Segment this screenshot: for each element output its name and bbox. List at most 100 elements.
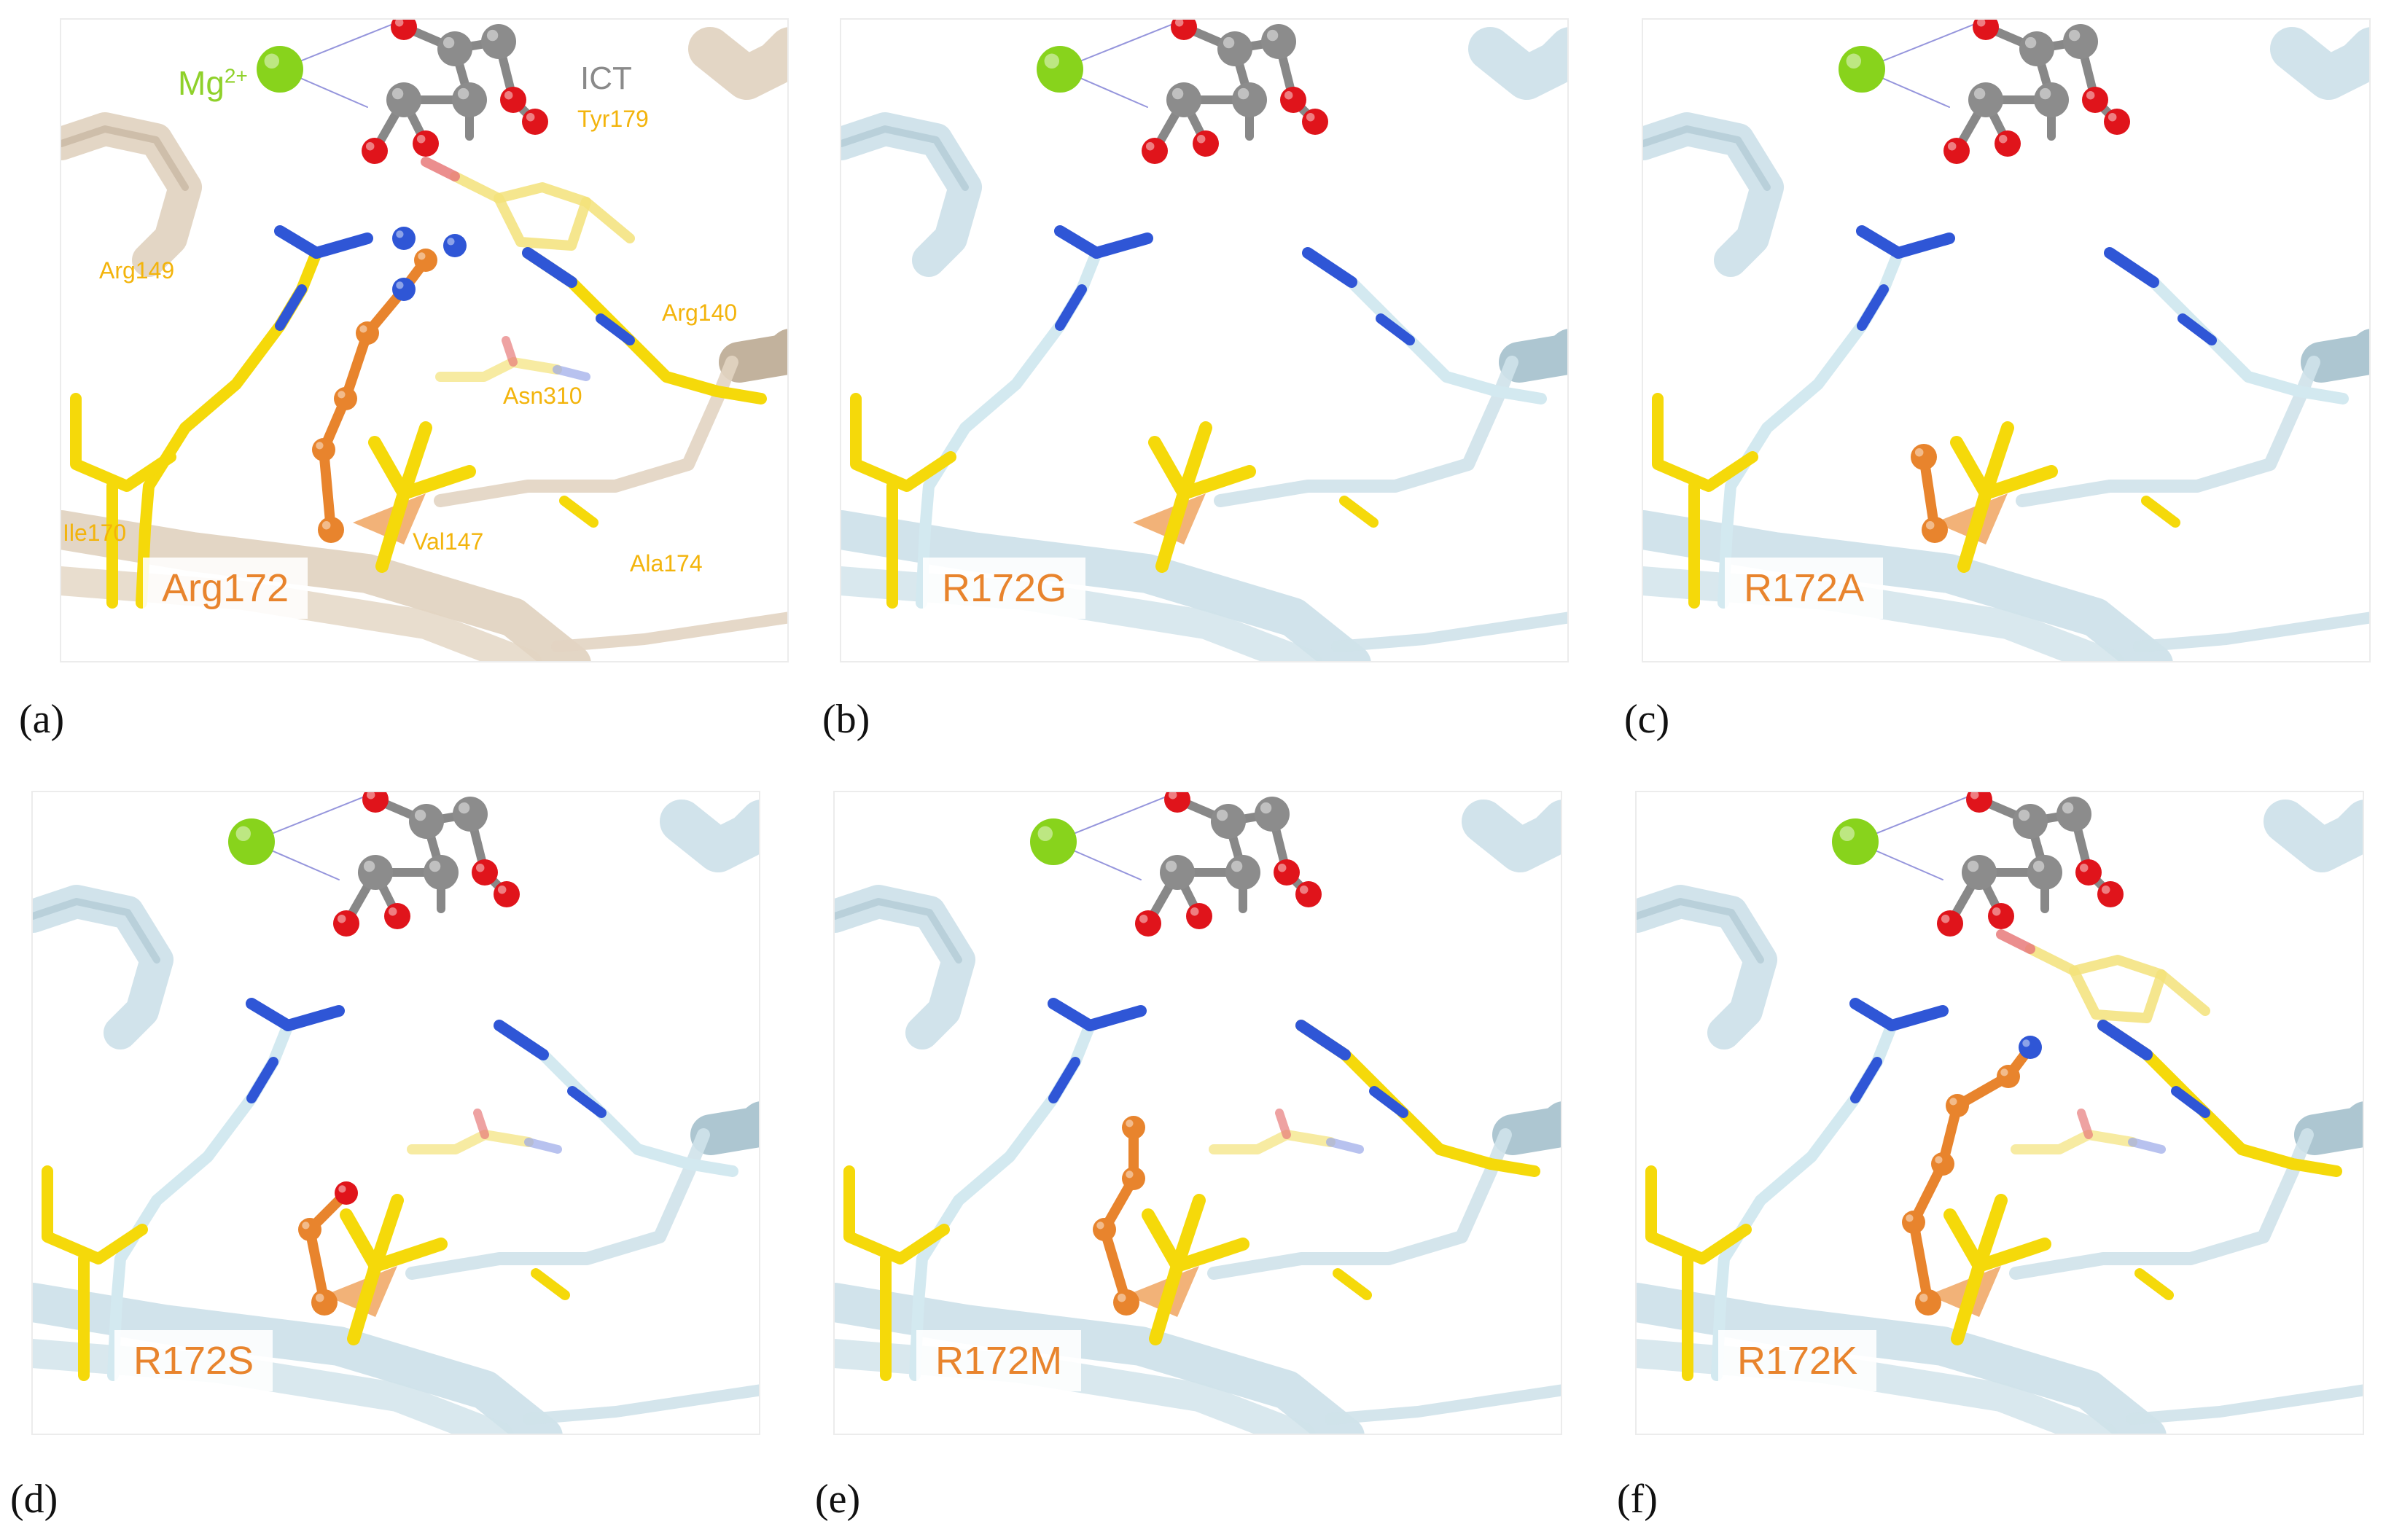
ala174-stick	[559, 496, 598, 528]
ser172-ca	[311, 1289, 338, 1316]
ict-carbon-1-highlight	[414, 809, 426, 821]
ict-carbon-4	[1962, 855, 1997, 890]
arg172-cz	[414, 249, 437, 272]
val147-branch-2	[1943, 1208, 1986, 1273]
ict-oxygen-5-highlight	[1145, 141, 1155, 151]
asn310-nitrogen	[1326, 1138, 1364, 1154]
caption-a: (a)	[19, 697, 65, 742]
helix-ribbon-left	[61, 112, 202, 277]
helix-ribbon-left	[33, 885, 173, 1050]
ict-carbon-2-highlight	[486, 29, 499, 42]
helix-ribbon-left-edge	[835, 898, 962, 964]
ict-carbon-3-highlight	[2039, 87, 2051, 100]
ict-oxygen-3	[522, 109, 548, 135]
ala174-stick	[2141, 496, 2180, 528]
ict-oxygen-5	[1937, 910, 1963, 937]
asn310-oxygen	[2077, 1109, 2093, 1139]
ict-oxygen-3	[1302, 109, 1328, 135]
ict-carbon-4-highlight	[363, 860, 375, 872]
helix-ribbon-left	[1643, 112, 1784, 277]
val147-branch-2	[1142, 1208, 1184, 1273]
ict-oxygen-5-highlight	[1941, 914, 1950, 923]
ile170-stick	[42, 1165, 148, 1265]
ict-oxygen-3	[2097, 881, 2124, 907]
arg172-cz-highlight	[418, 252, 426, 260]
arg149-n1	[1849, 998, 1898, 1031]
ala172-cb	[1911, 444, 1937, 470]
arg140-ne	[1376, 313, 1415, 345]
helix-ribbon-top-right	[1468, 27, 1567, 100]
tyr179-label: Tyr179	[577, 106, 649, 132]
arg149-n2	[1886, 1005, 1949, 1031]
ict-carbon-1-highlight	[2024, 36, 2037, 49]
arg140-n-tip	[1302, 247, 1357, 288]
panel-d-structure	[33, 792, 759, 1434]
ict-oxygen-1	[1164, 792, 1190, 813]
ict-oxygen-2-highlight	[475, 863, 485, 872]
arg149-n1	[1054, 225, 1102, 259]
helix-ribbon-top-right	[2270, 27, 2369, 100]
ict-carbon-1-highlight	[1216, 809, 1228, 821]
met172-ca	[1113, 1289, 1139, 1316]
ict-oxygen-3	[1295, 881, 1322, 907]
ict-carbon-2-highlight	[1266, 29, 1279, 42]
ict-oxygen-3-highlight	[526, 112, 535, 122]
ict-carbon-4	[1968, 82, 2003, 117]
helix-ribbon-top-right	[660, 800, 759, 872]
arg149-label: Arg149	[99, 257, 175, 284]
ict-oxygen-4-highlight	[388, 907, 397, 916]
ict-carbon-3-highlight	[429, 860, 441, 872]
ict-carbon-3	[1225, 855, 1260, 890]
ict-carbon-4-highlight	[1171, 87, 1184, 100]
met172-ce	[1122, 1116, 1145, 1139]
ict-carbon-4-highlight	[1967, 860, 1979, 872]
ict-oxygen-2	[500, 87, 526, 113]
beta-arrow-head	[1935, 493, 2008, 544]
arg149-ne	[1048, 1057, 1080, 1103]
asn310-oxygen	[1275, 1109, 1291, 1139]
arg140-n-tip	[522, 247, 577, 288]
helix-ribbon-left-edge	[1637, 898, 1764, 964]
helix-ribbon-top-right	[688, 27, 787, 100]
panel-c-structure	[1643, 20, 2369, 661]
lys172-cd-highlight	[1949, 1098, 1957, 1106]
loop-ribbon-bottom	[1331, 611, 1567, 652]
mg-ion	[257, 46, 303, 93]
val147-branch	[1177, 465, 1256, 500]
arg149-n1	[246, 998, 294, 1031]
ict-carbon-1	[2013, 804, 2048, 839]
panel-f-structure	[1637, 792, 2363, 1434]
ict-oxygen-1-highlight	[1168, 792, 1177, 800]
met172-sd-highlight	[1126, 1170, 1134, 1179]
caption-c: (c)	[1624, 697, 1670, 742]
ict-oxygen-5-highlight	[365, 141, 375, 151]
lys172-cb	[1902, 1211, 1925, 1234]
val147-branch	[1171, 1238, 1249, 1273]
ict-carbon-2	[1261, 24, 1296, 59]
ser172-og	[335, 1181, 358, 1205]
ict-carbon-3	[1232, 82, 1267, 117]
val147-branch-2	[340, 1208, 382, 1273]
ict-oxygen-1-highlight	[366, 792, 375, 800]
ile170-stick	[850, 393, 956, 492]
helix-ribbon-left-edge	[1643, 125, 1771, 191]
tyr179-ring	[2025, 944, 2210, 1016]
ict-carbon-2	[453, 797, 488, 832]
ser172-ca-highlight	[315, 1293, 324, 1302]
val147-branch	[369, 1238, 448, 1273]
loop-ribbon-bottom	[2133, 611, 2369, 652]
ict-carbon-1-highlight	[442, 36, 455, 49]
panel-e: R172M	[833, 791, 1562, 1435]
mutation-label-c: R172A	[1725, 558, 1884, 619]
arg140-ne	[1369, 1086, 1408, 1118]
met172-cb-highlight	[1096, 1222, 1104, 1230]
ict-carbon-1	[1211, 804, 1246, 839]
ict-oxygen-3-highlight	[1306, 112, 1315, 122]
panel-b-structure	[841, 20, 1567, 661]
tyr179-ring-lower	[494, 193, 591, 251]
tyr179-ring-lower	[2069, 966, 2167, 1023]
asn310-stick	[407, 1130, 534, 1154]
lys172-ca	[1915, 1289, 1941, 1316]
val147-branch-2	[1148, 436, 1190, 500]
ict-carbon-3	[452, 82, 487, 117]
